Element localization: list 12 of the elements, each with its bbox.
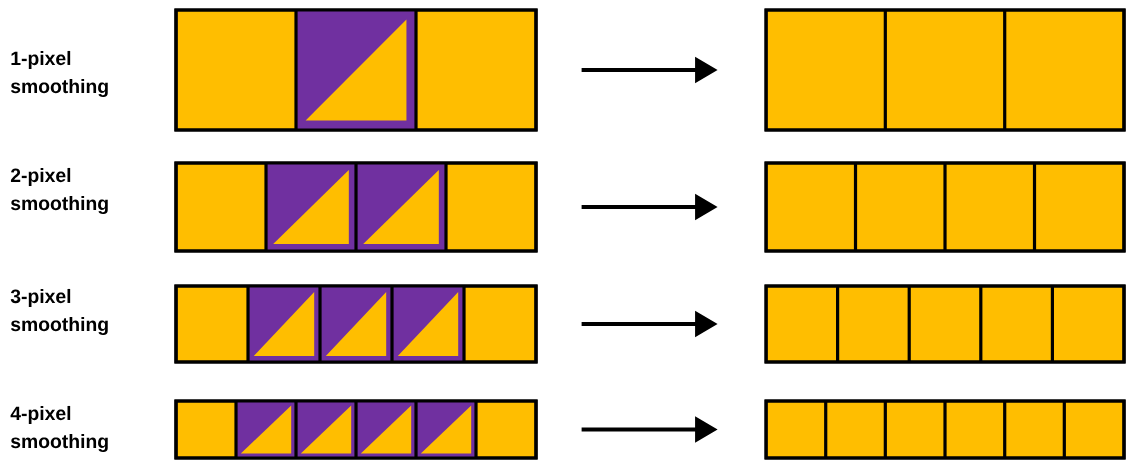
pixel-strip: [174, 399, 538, 460]
pixel-strip: [764, 399, 1126, 460]
pixel-strip: [174, 161, 538, 253]
pixel-strip: [174, 284, 538, 364]
row-label: 2-pixel smoothing: [10, 167, 108, 215]
row-label: 3-pixel smoothing: [10, 288, 108, 336]
pixel-strip: [764, 8, 1126, 132]
pixel-strip: [174, 8, 538, 132]
row-label: 1-pixel smoothing: [10, 50, 108, 98]
pixel-strip: [764, 284, 1126, 364]
pixel-strip: [764, 161, 1126, 253]
row-label: 4-pixel smoothing: [10, 405, 108, 453]
